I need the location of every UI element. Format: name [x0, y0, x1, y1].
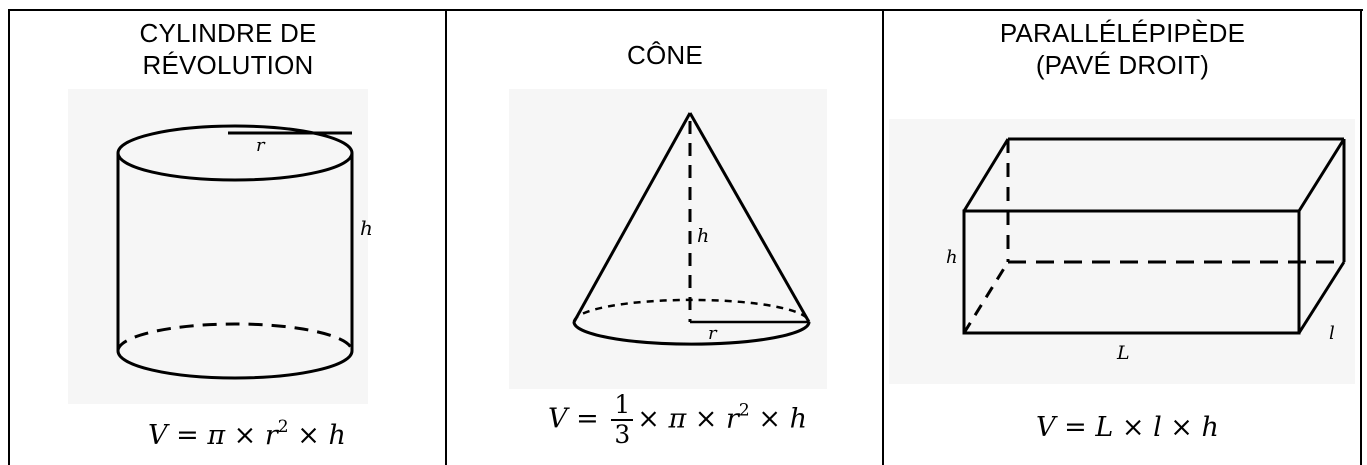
cone-title-line-1: CÔNE	[627, 40, 703, 70]
cone-left-slant	[572, 112, 692, 323]
cylinder-height-label: h	[360, 216, 373, 240]
box-bottom-right-edge	[1297, 261, 1346, 334]
formula-times: ×	[1170, 412, 1193, 443]
parallelepiped-title-line-2: (PAVÉ DROIT)	[1035, 50, 1210, 80]
formula-volume-symbol: V	[1036, 412, 1056, 443]
parallelepiped-volume-formula: V = L × l × h	[1036, 412, 1219, 443]
cylinder-volume-formula: V = π × r2 × h	[148, 417, 346, 451]
box-front-face	[962, 209, 1301, 335]
cylinder-radius-label: r	[256, 135, 266, 156]
formula-equals: =	[1064, 412, 1087, 443]
formula-fraction: 1 3	[611, 391, 634, 449]
cylinder-figure: r h	[116, 124, 373, 380]
box-width-label: l	[1329, 323, 1335, 344]
formula-times: ×	[637, 403, 660, 435]
cone-radius-label: r	[708, 323, 718, 344]
cylinder-title-line-1: CYLINDRE DE	[139, 18, 317, 48]
formula-volume-symbol: V	[548, 403, 568, 435]
shapes-table: CYLINDRE DE RÉVOLUTION r h V = π × r2 × …	[8, 9, 1363, 465]
formula-times: ×	[297, 420, 320, 451]
cylinder-title: CYLINDRE DE RÉVOLUTION	[10, 17, 446, 81]
formula-times: ×	[233, 420, 257, 451]
box-height-label: h	[946, 247, 958, 268]
cone-height-label: h	[697, 225, 709, 247]
cone-title: CÔNE	[447, 39, 883, 71]
parallelepiped-figure: h L l	[946, 137, 1346, 364]
parallelepiped-title-line-1: PARALLÉLÉPIPÈDE	[999, 18, 1246, 48]
box-length-label: L	[1116, 342, 1130, 364]
cone-cell: CÔNE h r V = 1 3 × π × r2 × h	[447, 9, 883, 465]
formula-pi: π	[668, 403, 687, 435]
formula-equals: =	[576, 403, 599, 435]
box-hidden-depth-edge	[962, 261, 1010, 334]
cone-base-front-arc	[572, 321, 811, 346]
formula-times: ×	[694, 403, 718, 435]
parallelepiped-title: PARALLÉLÉPIPÈDE (PAVÉ DROIT)	[884, 17, 1361, 81]
cone-volume-formula: V = 1 3 × π × r2 × h	[548, 391, 807, 449]
formula-height: h	[1201, 412, 1219, 443]
formula-volume-symbol: V	[148, 420, 168, 451]
formula-times: ×	[758, 403, 781, 435]
cylinder-bottom-back-arc	[116, 322, 354, 352]
cone-figure: h r	[572, 112, 811, 346]
fraction-denominator: 3	[614, 420, 631, 449]
formula-pi: π	[207, 420, 226, 451]
formula-height: h	[328, 420, 346, 451]
cylinder-cell: CYLINDRE DE RÉVOLUTION r h V = π × r2 × …	[10, 9, 446, 465]
formula-height: h	[789, 403, 807, 435]
formula-radius: r	[726, 403, 739, 435]
cone-right-slant	[688, 112, 811, 323]
formula-times: ×	[1121, 412, 1145, 443]
formula-radius: r	[264, 420, 278, 451]
fraction-numerator: 1	[611, 391, 634, 421]
cylinder-title-line-2: RÉVOLUTION	[142, 50, 314, 80]
table-grid	[8, 9, 1363, 465]
box-top-right-edge	[1297, 138, 1346, 212]
formula-exponent: 2	[277, 417, 289, 437]
formula-length: L	[1095, 412, 1114, 443]
formula-exponent: 2	[738, 400, 750, 421]
formula-equals: =	[176, 420, 199, 451]
parallelepiped-figure-background	[889, 119, 1355, 384]
parallelepiped-cell: PARALLÉLÉPIPÈDE (PAVÉ DROIT) h L l V = L	[884, 9, 1361, 465]
formula-width: l	[1153, 412, 1162, 443]
cylinder-bottom-front-arc	[116, 350, 354, 380]
box-top-left-edge	[962, 138, 1010, 212]
